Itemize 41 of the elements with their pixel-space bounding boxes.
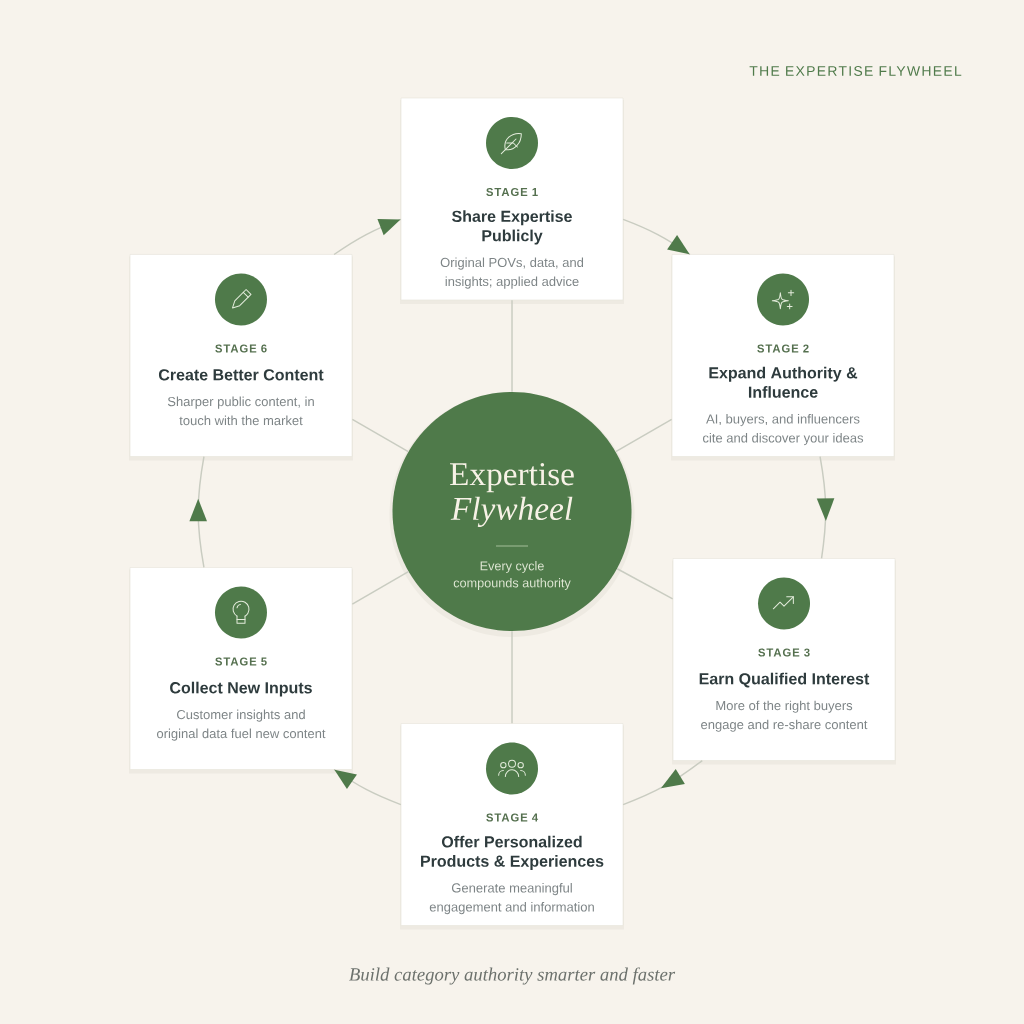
arrow bbox=[333, 768, 402, 806]
stage-card bbox=[672, 558, 896, 765]
stage-card bbox=[129, 254, 353, 461]
stage-title: Collect New Inputs bbox=[170, 681, 312, 697]
stage-description: Sharper public content, in touch with the market bbox=[167, 396, 314, 426]
stage-title: Expand Authority & Influence bbox=[709, 366, 858, 398]
hub-subtitle: Every cycle compounds authority bbox=[453, 561, 571, 590]
stage-description: AI, buyers, and influencers cite and discover your ideas bbox=[703, 414, 864, 446]
stage-title: Share Expertise Publicly bbox=[452, 210, 572, 245]
arrow bbox=[816, 455, 835, 560]
stage-card bbox=[400, 723, 624, 930]
connector-line bbox=[615, 418, 673, 453]
stage-label: STAGE 4 bbox=[486, 813, 539, 822]
stage-label: STAGE 6 bbox=[215, 344, 267, 353]
arrow bbox=[189, 455, 207, 569]
stage-title: Offer Personalized Products & Experiences bbox=[421, 835, 604, 870]
stage-card bbox=[671, 254, 895, 461]
connector-line bbox=[511, 630, 513, 724]
stage-description: More of the right buyers engage and re-share content bbox=[701, 700, 868, 732]
stage-title: Earn Qualified Interest bbox=[699, 672, 870, 688]
stage-card bbox=[400, 97, 624, 304]
stage-description: Generate meaningful engagement and information bbox=[429, 883, 594, 915]
title: THE EXPERTISE FLYWHEEL bbox=[749, 66, 962, 76]
stage-label: STAGE 1 bbox=[486, 188, 538, 196]
stage-title: Create Better Content bbox=[158, 369, 324, 381]
caption: Build category authority smarter and faster bbox=[349, 967, 676, 985]
stage-label: STAGE 3 bbox=[758, 648, 810, 657]
hub-circle bbox=[389, 392, 635, 637]
arrow bbox=[622, 759, 703, 806]
connector-line bbox=[616, 568, 674, 600]
stage-description: Customer insights and original data fuel new content bbox=[157, 709, 326, 741]
arrow bbox=[622, 218, 691, 256]
stage-label: STAGE 2 bbox=[757, 344, 809, 353]
arrow bbox=[333, 218, 402, 256]
stage-label: STAGE 5 bbox=[215, 657, 267, 666]
connector-line bbox=[511, 299, 513, 393]
hub-title: Expertise Flywheel bbox=[450, 463, 574, 527]
connector-line bbox=[351, 418, 409, 453]
connector-line bbox=[351, 570, 410, 605]
stage-card bbox=[129, 567, 353, 774]
stage-description: Original POVs, data, and insights; applied advice bbox=[440, 257, 584, 289]
